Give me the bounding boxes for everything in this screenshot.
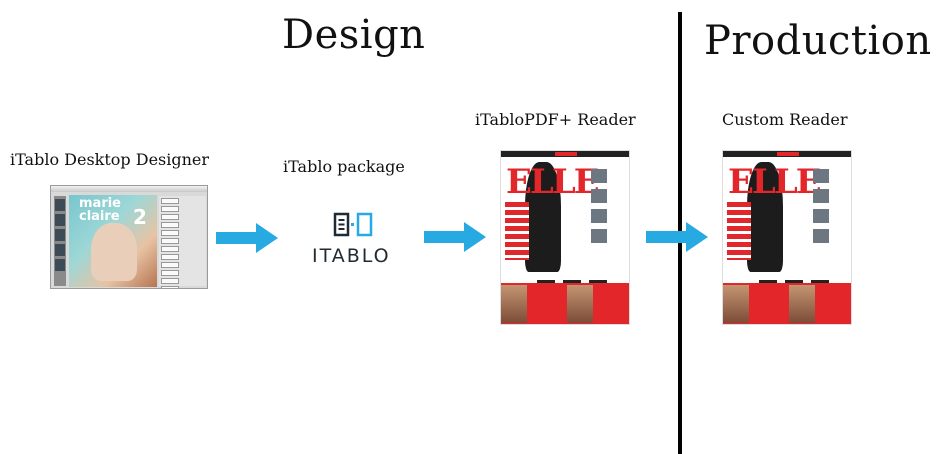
itablo-logo-icon	[333, 212, 373, 237]
desktop-designer-screenshot: marie claire 2	[50, 185, 208, 289]
arrow-right-icon	[424, 222, 486, 252]
design-section-title: Design	[282, 12, 426, 58]
arrow-right-icon	[216, 223, 278, 253]
production-section-title: Production	[704, 18, 932, 64]
desktop-designer-label: iTablo Desktop Designer	[10, 150, 210, 169]
package-label: iTablo package	[283, 157, 405, 176]
arrow-right-icon	[646, 222, 708, 252]
custom-reader-label: Custom Reader	[722, 110, 848, 129]
itablopdf-reader-screenshot: ELLE	[500, 150, 630, 325]
cover-issue-number: 2	[133, 205, 147, 229]
itablo-logo-text: ITABLO	[312, 245, 391, 267]
itablopdf-reader-label: iTabloPDF+ Reader	[475, 110, 636, 129]
custom-reader-screenshot: ELLE	[722, 150, 852, 325]
cover-masthead: marie claire	[79, 196, 122, 224]
